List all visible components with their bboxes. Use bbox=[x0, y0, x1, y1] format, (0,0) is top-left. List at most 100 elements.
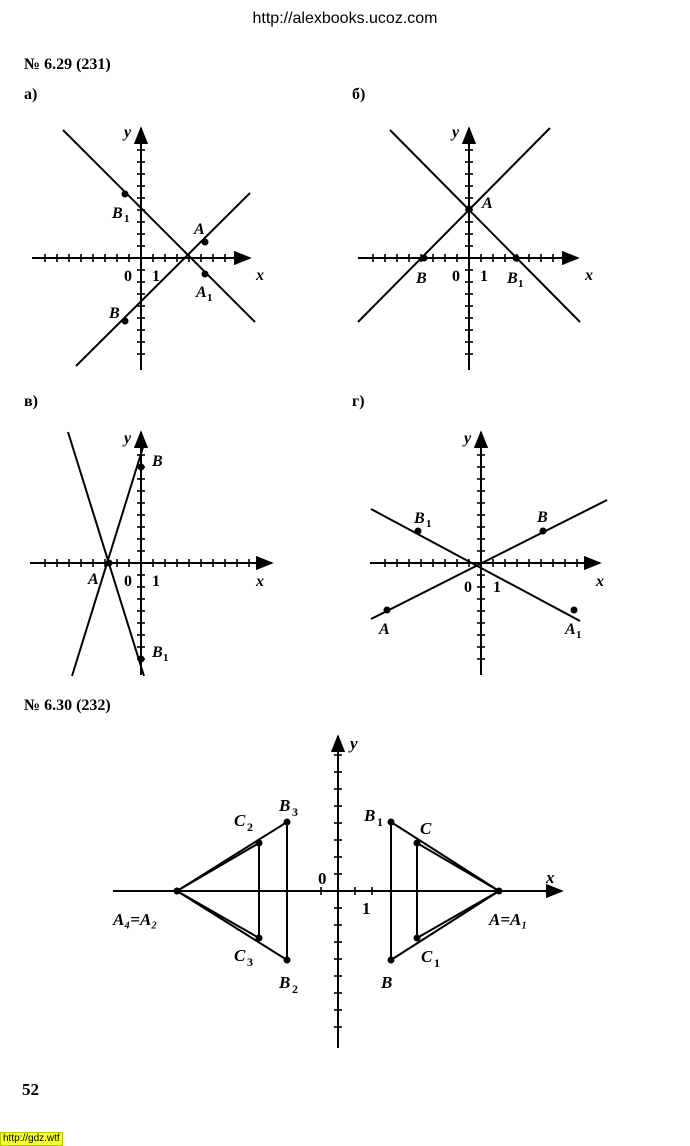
fig2-b1-sub: 1 bbox=[377, 815, 383, 829]
fig2-x-label: x bbox=[545, 868, 555, 887]
graph-g-line-2 bbox=[370, 499, 608, 620]
part-a-label: а) bbox=[24, 86, 38, 103]
graph-g-one-label: 1 bbox=[493, 579, 501, 596]
graph-g-ticks bbox=[384, 442, 590, 660]
graph-g-zero-label: 0 bbox=[464, 579, 472, 596]
graph-v-a-label: A bbox=[87, 571, 99, 588]
graph-g-a1-label: A bbox=[564, 621, 576, 638]
graph-g-b-label: B bbox=[536, 509, 548, 526]
graph-b-point-a bbox=[465, 205, 473, 213]
graph-g-point-a bbox=[383, 606, 391, 614]
graph-a-x-label: x bbox=[255, 267, 264, 284]
graph-b-y-label: y bbox=[450, 124, 460, 141]
fig2-point-c2 bbox=[255, 839, 263, 847]
graph-g-b1-sub: 1 bbox=[426, 518, 432, 530]
fig2-b-label: B bbox=[380, 973, 392, 992]
fig2-zero-label: 0 bbox=[318, 869, 327, 888]
graph-a bbox=[32, 126, 256, 370]
graph-a-line-2 bbox=[75, 192, 251, 367]
graph-a-a1-sub: 1 bbox=[207, 292, 213, 304]
graph-b-zero-label: 0 bbox=[452, 268, 460, 285]
graph-b-line-2 bbox=[357, 127, 551, 323]
problem-6-29-title: № 6.29 (231) bbox=[24, 56, 111, 73]
fig2-triangle-a-c-c1 bbox=[416, 841, 501, 940]
graph-g-line-1 bbox=[370, 508, 581, 622]
graph-v-y-label: y bbox=[122, 430, 132, 447]
graph-a-a1-label: A bbox=[195, 284, 207, 301]
fig2-y-label: y bbox=[348, 734, 358, 753]
graph-a-line-1 bbox=[62, 129, 256, 323]
graph-a-one-label: 1 bbox=[152, 268, 160, 285]
fig2-one-label: 1 bbox=[362, 899, 371, 918]
part-v-label: в) bbox=[24, 393, 38, 410]
graph-g-point-b1 bbox=[414, 527, 422, 535]
graph-v-point-a bbox=[105, 559, 113, 567]
graph-v-b1-label: B bbox=[151, 644, 163, 661]
fig2-c2-label: C bbox=[234, 811, 246, 830]
graph-v-point-b bbox=[137, 463, 145, 471]
fig2-point-a bbox=[495, 887, 503, 895]
fig2-point-b2 bbox=[283, 956, 291, 964]
graph-v-one-label: 1 bbox=[152, 573, 160, 590]
fig2-ticks bbox=[320, 754, 373, 1028]
graph-v-point-b1 bbox=[137, 655, 145, 663]
graph-a-point-b1 bbox=[121, 190, 129, 198]
graph-b bbox=[357, 126, 581, 370]
fig2-point-c1 bbox=[413, 934, 421, 942]
graph-a-a-label: A bbox=[193, 221, 205, 238]
fig2-point-b1 bbox=[387, 818, 395, 826]
graph-b-line-1 bbox=[389, 129, 581, 323]
fig2-aa1-label: A=A₁ bbox=[488, 910, 527, 929]
fig2-b2-label: B bbox=[278, 973, 290, 992]
graph-g-y-label: y bbox=[462, 430, 472, 447]
fig2-b1-label: B bbox=[363, 806, 375, 825]
graph-a-b1-sub: 1 bbox=[124, 213, 130, 225]
graph-g-a-label: A bbox=[378, 621, 390, 638]
graph-a-y-label: y bbox=[122, 124, 132, 141]
graph-v-line-1 bbox=[67, 431, 145, 677]
fig2-b2-sub: 2 bbox=[292, 982, 298, 996]
graph-a-ticks bbox=[44, 137, 238, 355]
graph-a-point-a bbox=[201, 238, 209, 246]
figure-6-30 bbox=[113, 734, 564, 1048]
fig2-point-c bbox=[413, 839, 421, 847]
fig2-c3-label: C bbox=[234, 946, 246, 965]
graph-v-ticks bbox=[44, 442, 262, 660]
fig2-b3-label: B bbox=[278, 796, 290, 815]
graph-v-zero-label: 0 bbox=[124, 573, 132, 590]
graph-a-point-a1 bbox=[201, 270, 209, 278]
graph-a-b-label: B bbox=[108, 305, 120, 322]
fig2-triangle-a-b1-b bbox=[390, 820, 501, 962]
graph-b-point-b bbox=[420, 254, 428, 262]
fig2-triangle-a2-c2-c3 bbox=[175, 841, 260, 940]
page-number: 52 bbox=[22, 1080, 39, 1099]
graph-v-b-label: B bbox=[151, 453, 163, 470]
graph-v-x-label: x bbox=[255, 573, 264, 590]
part-g-label: г) bbox=[352, 393, 365, 410]
fig2-point-b3 bbox=[283, 818, 291, 826]
fig2-a4a2-label: A₄=A₂ bbox=[112, 910, 157, 929]
fig2-triangle-a2-b3-b2 bbox=[175, 820, 288, 962]
graph-b-b1-sub: 1 bbox=[518, 278, 524, 290]
fig2-c-label: C bbox=[420, 819, 432, 838]
graph-g-point-a1 bbox=[570, 606, 578, 614]
graph-g-a1-sub: 1 bbox=[576, 629, 582, 641]
graph-b-point-b1 bbox=[512, 254, 520, 262]
graph-g bbox=[370, 430, 608, 675]
graph-a-point-b bbox=[121, 317, 129, 325]
graph-a-b1-label: B bbox=[111, 205, 123, 222]
fig2-point-b bbox=[387, 956, 395, 964]
graph-g-b1-label: B bbox=[413, 510, 425, 527]
fig2-b3-sub: 3 bbox=[292, 805, 298, 819]
graph-b-b-label: B bbox=[415, 270, 427, 287]
fig2-point-a2 bbox=[173, 887, 181, 895]
fig2-c3-sub: 3 bbox=[247, 955, 253, 969]
fig2-c1-label: C bbox=[421, 947, 433, 966]
graph-v bbox=[30, 430, 274, 677]
problem-6-30-title: № 6.30 (232) bbox=[24, 697, 111, 714]
graph-b-x-label: x bbox=[584, 267, 593, 284]
fig2-c2-sub: 2 bbox=[247, 820, 253, 834]
graph-b-a-label: A bbox=[481, 195, 493, 212]
source-url: http://alexbooks.ucoz.com bbox=[252, 10, 438, 27]
